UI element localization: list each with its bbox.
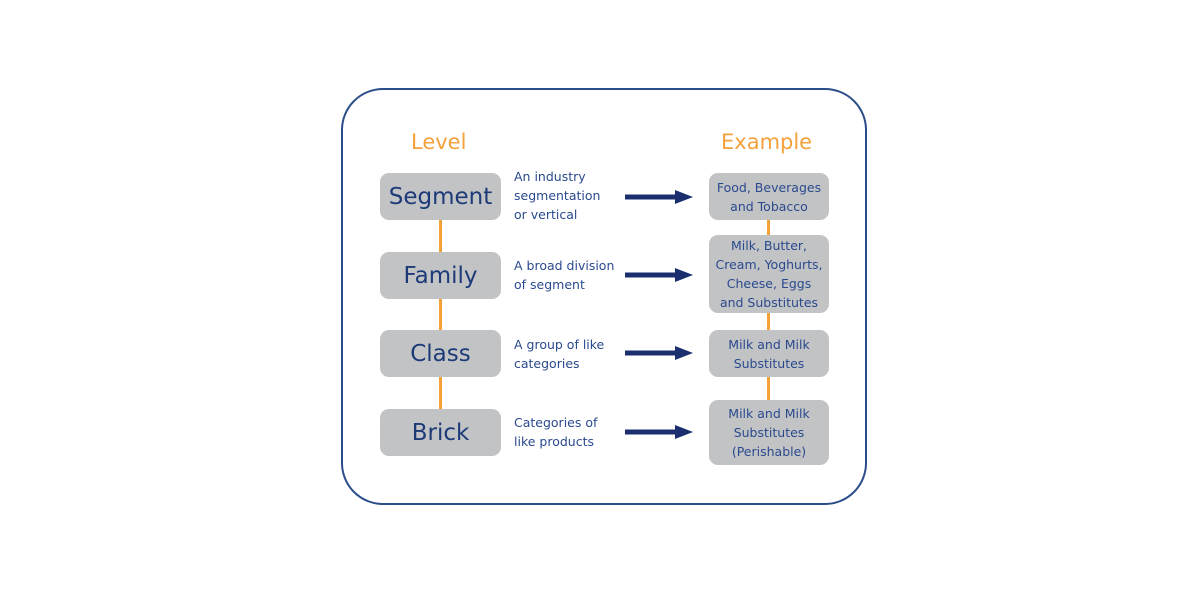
connector-segment-family xyxy=(439,220,442,252)
example-box-class: Milk and Milk Substitutes xyxy=(709,330,829,377)
description-segment: An industry segmentation or vertical xyxy=(514,169,601,222)
level-box-segment: Segment xyxy=(380,173,501,220)
connector-example-2-3 xyxy=(767,313,770,330)
arrow-icon xyxy=(625,425,693,439)
level-box-brick: Brick xyxy=(380,409,501,456)
connector-example-1-2 xyxy=(767,220,770,235)
arrow-icon xyxy=(625,190,693,204)
level-box-class: Class xyxy=(380,330,501,377)
example-header: Example xyxy=(721,130,813,154)
description-family: A broad division of segment xyxy=(514,258,615,292)
example-box-brick: Milk and Milk Substitutes (Perishable) xyxy=(709,400,829,465)
arrow-icon xyxy=(625,268,693,282)
description-brick: Categories of like products xyxy=(514,415,598,449)
connector-family-class xyxy=(439,299,442,330)
connector-example-3-4 xyxy=(767,377,770,400)
arrow-icon xyxy=(625,346,693,360)
connector-class-brick xyxy=(439,377,442,409)
example-box-segment: Food, Beverages and Tobacco xyxy=(709,173,829,220)
example-box-family: Milk, Butter, Cream, Yoghurts, Cheese, E… xyxy=(709,235,829,313)
level-box-family: Family xyxy=(380,252,501,299)
level-header: Level xyxy=(411,130,467,154)
diagram-frame xyxy=(341,88,867,505)
description-class: A group of like categories xyxy=(514,337,605,371)
